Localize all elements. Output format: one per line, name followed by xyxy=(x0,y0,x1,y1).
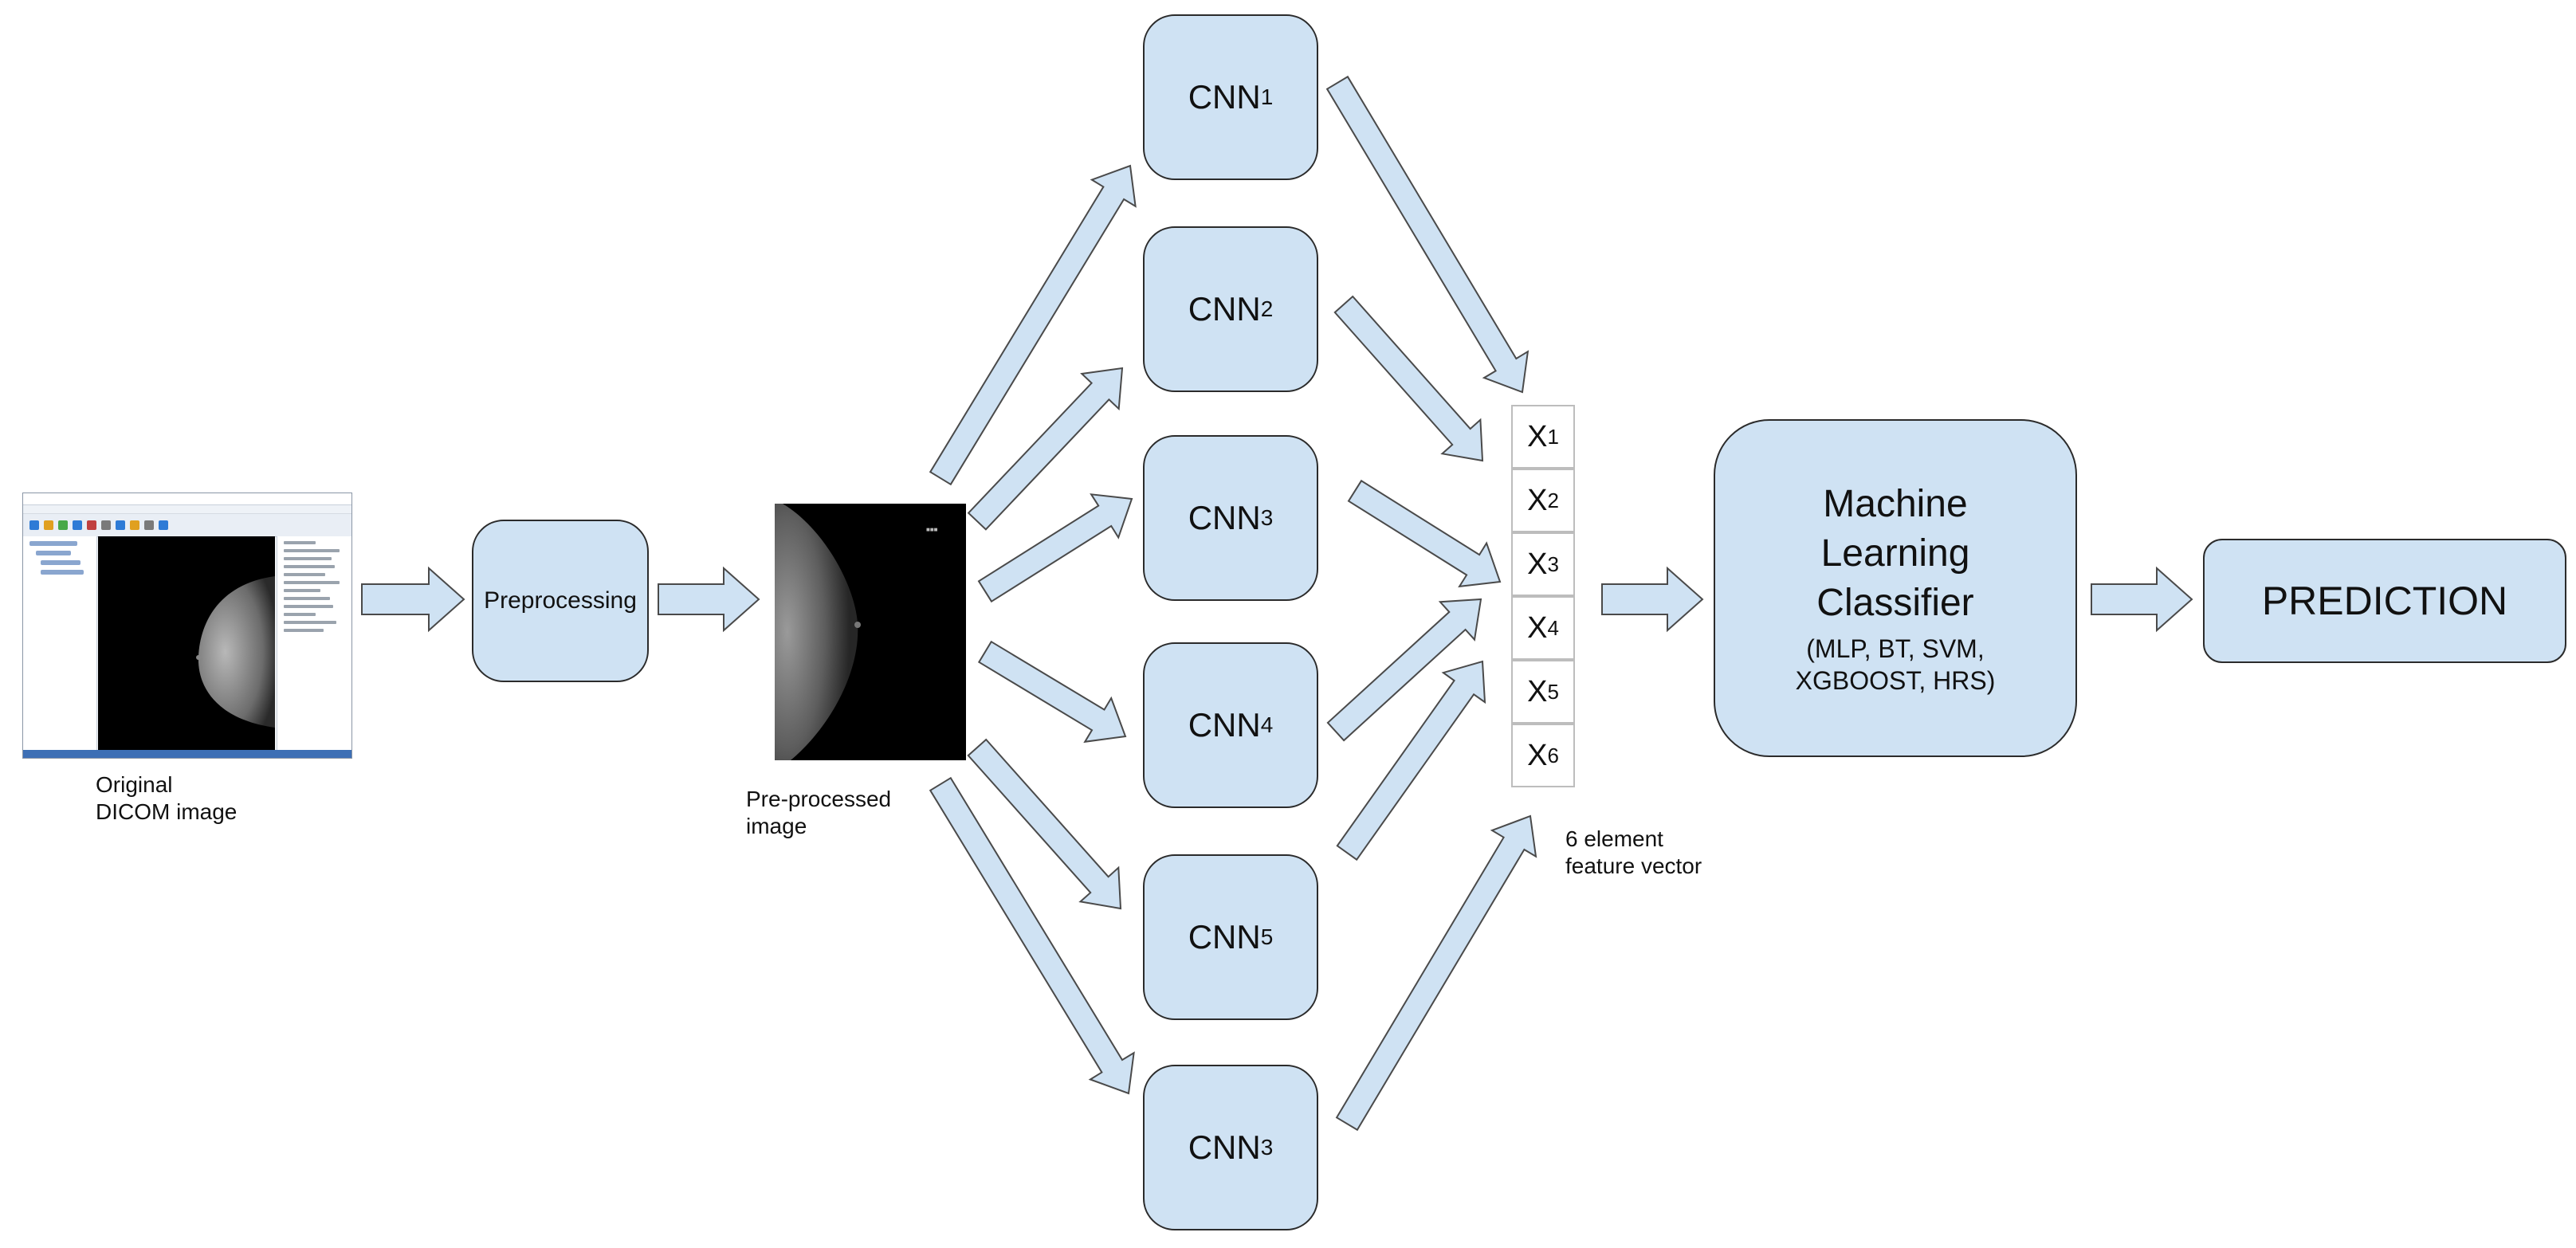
preprocessing-label: Preprocessing xyxy=(484,587,637,614)
ml-classifier-title-3: Classifier xyxy=(1816,582,1974,624)
window-tree-panel xyxy=(23,536,97,750)
ml-classifier-node: Machine Learning Classifier (MLP, BT, SV… xyxy=(1714,419,2077,757)
ml-classifier-subtitle-2: XGBOOST, HRS) xyxy=(1795,666,1996,695)
ml-classifier-title-2: Learning xyxy=(1820,532,1970,575)
feature-caption-line-2: feature vector xyxy=(1565,854,1702,878)
arrow-image-to-cnn-4 xyxy=(977,640,1127,744)
arrow-cnn-5-to-features xyxy=(1336,660,1486,861)
arrow-image-to-cnn-6 xyxy=(929,776,1135,1095)
arrow-cnn-4-to-features xyxy=(1326,598,1482,742)
preprocessed-mammogram-image: ■■■ xyxy=(775,504,966,760)
preprocessing-node: Preprocessing xyxy=(472,520,649,682)
feature-vector-caption: 6 element feature vector xyxy=(1565,826,1702,880)
arrow-image-to-cnn-5 xyxy=(967,738,1122,910)
window-toolbar xyxy=(23,514,351,537)
ml-classifier-subtitle-1: (MLP, BT, SVM, xyxy=(1806,634,1985,663)
window-titlebar xyxy=(23,493,351,505)
window-statusbar xyxy=(23,750,351,758)
arrow-classifier-to-prediction xyxy=(2091,566,2193,633)
preprocessed-caption-line-2: image xyxy=(746,814,807,838)
arrow-features-to-classifier xyxy=(1601,566,1704,633)
original-caption-line-2: DICOM image xyxy=(96,799,238,824)
arrow-cnn-6-to-features xyxy=(1335,814,1537,1132)
arrow-dicom-to-preprocessing xyxy=(361,566,465,633)
original-caption-line-1: Original xyxy=(96,772,173,797)
original-dicom-screenshot xyxy=(22,493,352,759)
window-properties-panel xyxy=(277,536,351,750)
arrow-cnn-2-to-features xyxy=(1333,295,1484,462)
prediction-label: PREDICTION xyxy=(2261,579,2508,623)
feature-caption-line-1: 6 element xyxy=(1565,826,1663,851)
arrow-cnn-1-to-features xyxy=(1325,75,1530,394)
prediction-node: PREDICTION xyxy=(2203,539,2566,663)
window-menubar xyxy=(23,505,351,514)
original-image-caption: Original DICOM image xyxy=(96,771,237,826)
preprocessed-caption-line-1: Pre-processed xyxy=(746,787,892,811)
ml-classifier-text: Machine Learning Classifier (MLP, BT, SV… xyxy=(1796,480,1996,697)
mammogram-viewport xyxy=(98,536,275,750)
arrow-cnn-3-to-features xyxy=(1347,479,1502,588)
preprocessed-image-caption: Pre-processed image xyxy=(746,786,891,840)
arrow-image-to-cnn-2 xyxy=(967,367,1124,531)
arrow-image-to-cnn-3 xyxy=(977,493,1133,603)
arrow-image-to-cnn-1 xyxy=(929,164,1137,486)
ml-classifier-title-1: Machine xyxy=(1823,483,1968,525)
arrow-preprocessing-to-image xyxy=(658,566,760,633)
